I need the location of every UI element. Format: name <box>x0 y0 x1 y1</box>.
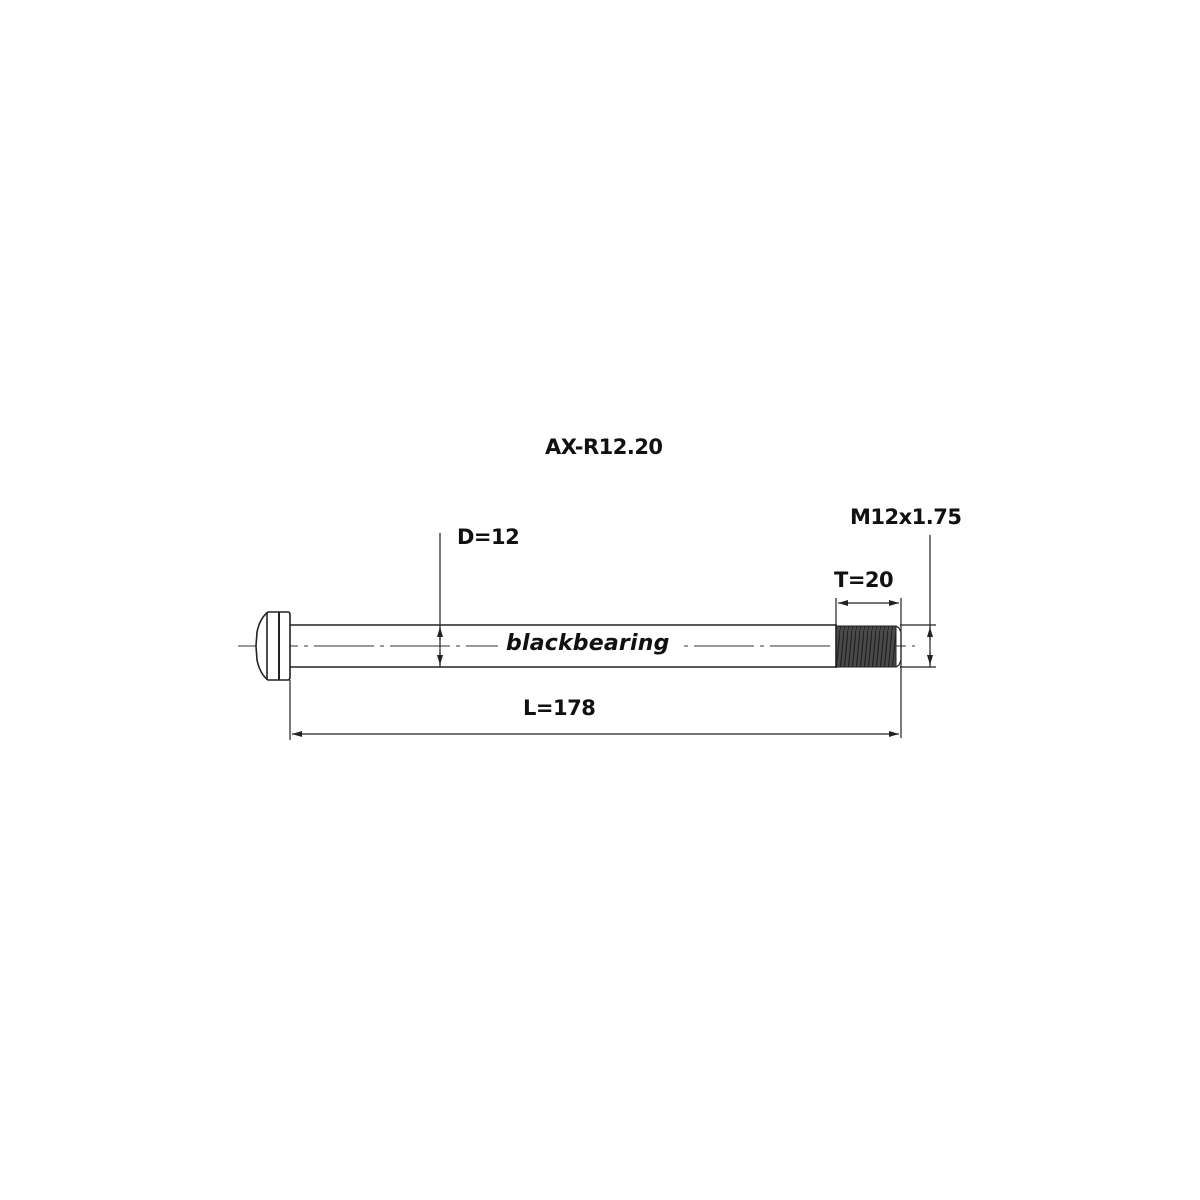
length-label: L=178 <box>523 696 596 720</box>
part-number-title: AX-R12.20 <box>545 435 663 459</box>
thread-spec-label: M12x1.75 <box>850 505 962 529</box>
thread-length-label: T=20 <box>834 568 894 592</box>
axle-shaft <box>290 624 836 668</box>
diameter-label: D=12 <box>457 525 520 549</box>
thread-spec-dimension <box>900 535 936 668</box>
axle-thread <box>835 624 902 668</box>
length-dimension <box>289 680 899 740</box>
thread-length-dimension <box>835 598 902 738</box>
axle-head <box>255 611 291 681</box>
brand-logo: blackbearing <box>498 631 678 656</box>
